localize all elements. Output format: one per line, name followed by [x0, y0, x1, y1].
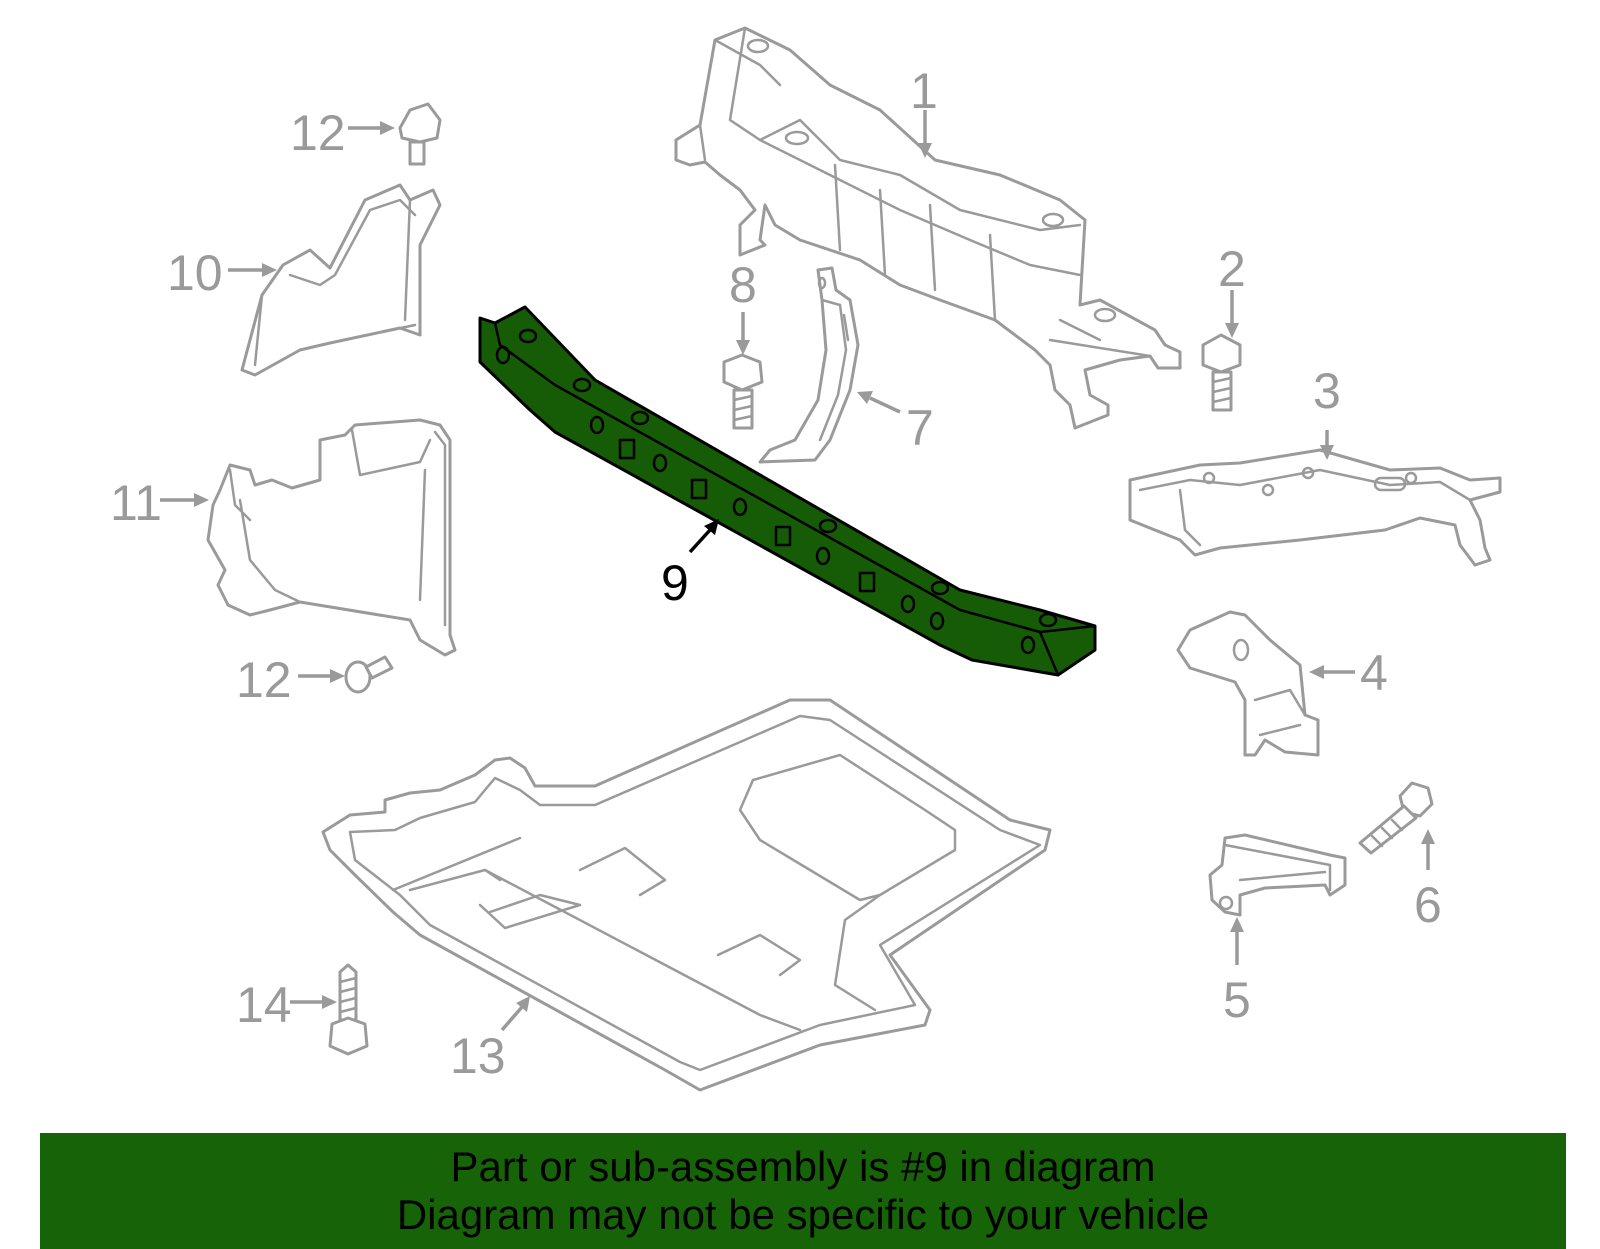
callout-7: 7 [906, 400, 934, 456]
callout-12-top: 12 [290, 105, 346, 161]
callout-6: 6 [1414, 877, 1442, 933]
callout-1: 1 [910, 63, 938, 119]
callout-10: 10 [167, 245, 223, 301]
part-7-brace[interactable] [758, 266, 860, 464]
part-9-reinforcement-bar[interactable] [478, 305, 1097, 677]
part-11-air-guide[interactable] [206, 418, 457, 657]
callout-9: 9 [661, 555, 689, 611]
callout-8: 8 [729, 257, 757, 313]
banner-line-disclaimer: Diagram may not be specific to your vehi… [396, 1191, 1210, 1238]
part-5-bracket[interactable] [1208, 833, 1347, 917]
part-2-bolt[interactable] [1201, 333, 1242, 412]
part-6-bolt[interactable] [1358, 781, 1434, 855]
callout-4: 4 [1360, 645, 1388, 701]
part-3-lower-rail[interactable] [1128, 448, 1502, 567]
callout-5: 5 [1223, 972, 1251, 1028]
part-12-clip-lower[interactable] [344, 655, 394, 694]
callout-13: 13 [450, 1028, 506, 1084]
info-banner: Part or sub-assembly is #9 in diagram Di… [40, 1133, 1566, 1249]
part-14-bolt[interactable] [328, 963, 369, 1056]
part-13-under-cover[interactable] [321, 698, 1052, 1092]
callout-3: 3 [1313, 363, 1341, 419]
leader-arrows [160, 110, 1435, 1032]
callout-14: 14 [236, 977, 292, 1033]
part-4-bracket[interactable] [1176, 610, 1320, 757]
callout-11: 11 [110, 475, 162, 531]
callout-labels: 1 2 3 4 5 6 7 8 9 10 11 12 12 13 14 [110, 63, 1442, 1084]
part-1-radiator-support[interactable] [674, 26, 1182, 430]
part-12-clip-top[interactable] [398, 102, 442, 166]
callout-12-lower: 12 [236, 652, 292, 708]
part-10-side-panel[interactable] [240, 183, 442, 377]
callout-2: 2 [1218, 241, 1246, 297]
banner-line-part: Part or sub-assembly is #9 in diagram [450, 1143, 1156, 1190]
part-8-bolt[interactable] [722, 353, 764, 430]
